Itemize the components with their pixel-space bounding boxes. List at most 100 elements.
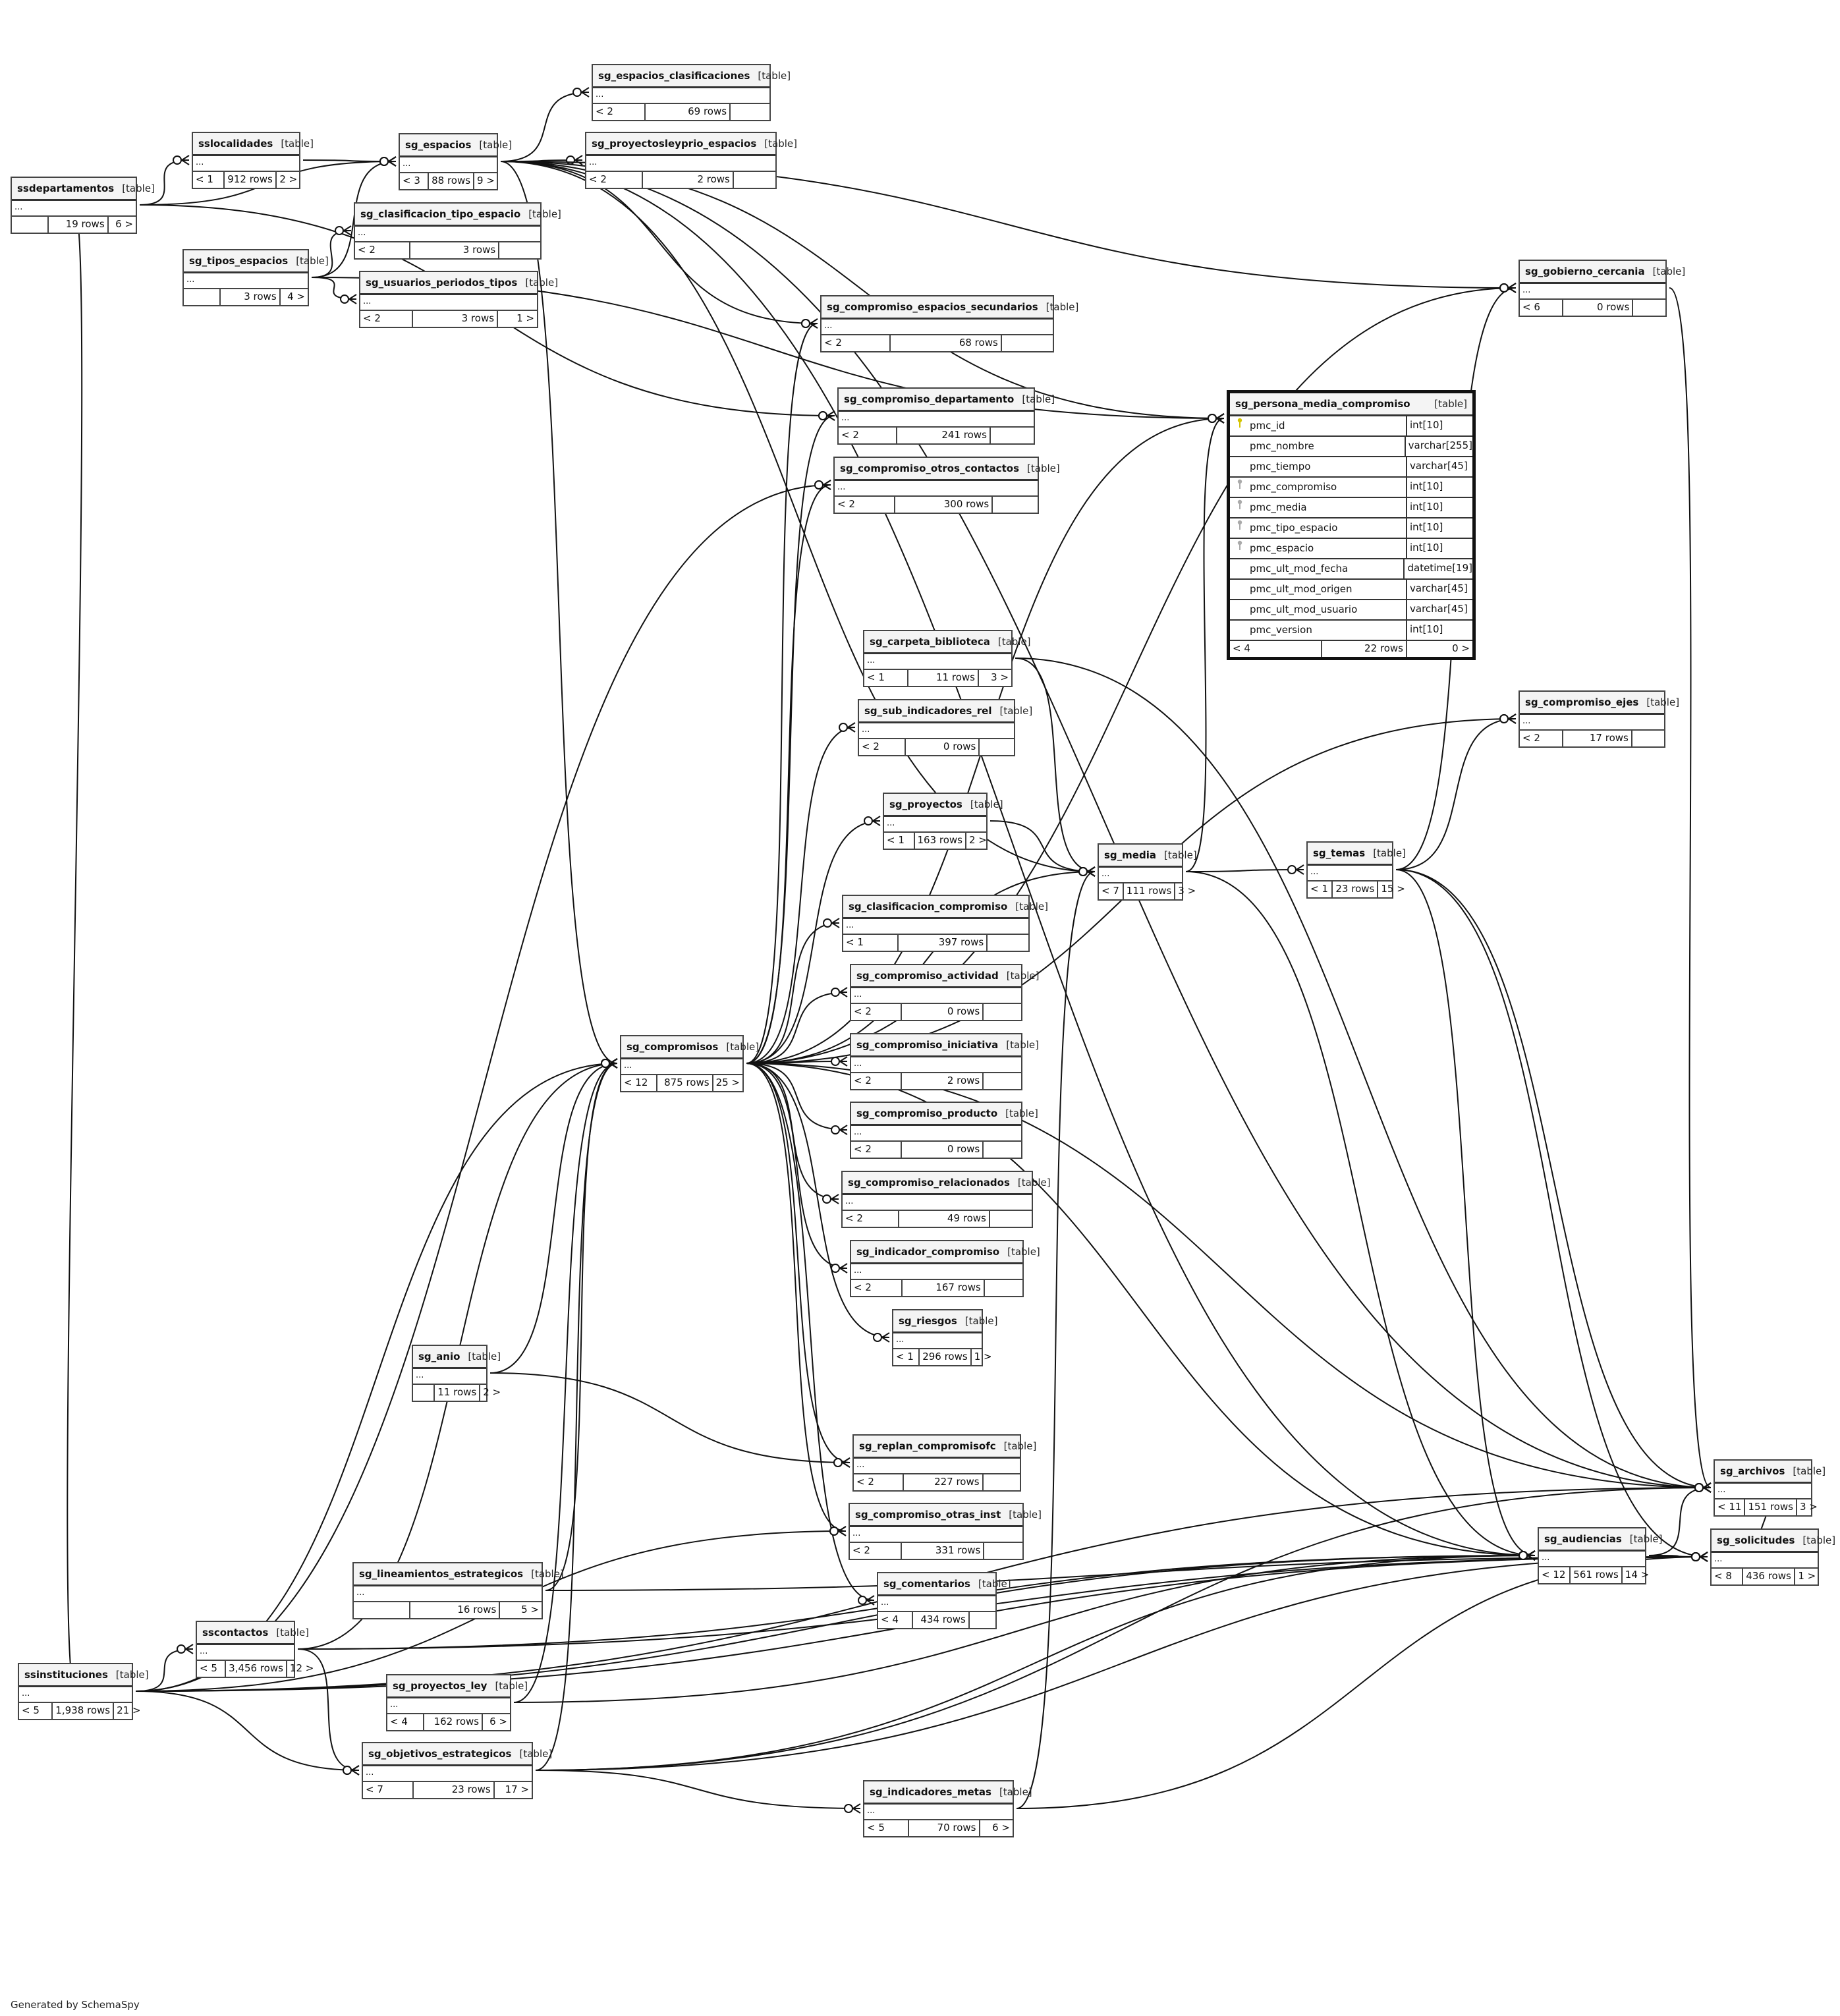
parents-count-link[interactable]: < 2	[851, 1280, 903, 1296]
column-name-cell[interactable]: pmc_ult_mod_fecha	[1230, 559, 1405, 578]
parents-count-link[interactable]: < 5	[197, 1661, 227, 1677]
parents-count-link[interactable]: < 2	[1520, 731, 1563, 746]
relationship-edge-sg_media-to-sg_persona_media_compromiso[interactable]	[1185, 418, 1225, 872]
table-name[interactable]: sg_compromiso_ejes	[1525, 696, 1639, 708]
table-header[interactable]: sg_riesgos[table]	[893, 1310, 997, 1333]
children-count-link[interactable]	[1633, 300, 1665, 316]
column-name-cell[interactable]: pmc_ult_mod_usuario	[1230, 600, 1407, 619]
table-node-sg_proyectosleyprio_espacios[interactable]: sg_proyectosleyprio_espacios[table]...< …	[585, 132, 797, 189]
table-header[interactable]: sg_compromiso_otros_contactos[table]	[835, 458, 1060, 481]
relationship-edge-sg_proyectos_ley-to-sg_compromisos[interactable]	[513, 1063, 618, 1703]
table-name[interactable]: sslocalidades	[198, 138, 273, 150]
children-count-link[interactable]: 3 >	[1799, 1501, 1818, 1513]
table-name[interactable]: sg_riesgos	[899, 1315, 957, 1327]
table-header[interactable]: sg_indicadores_metas[table]	[864, 1781, 1032, 1805]
parents-count-link[interactable]: < 2	[851, 1004, 903, 1020]
children-count-link[interactable]	[1632, 731, 1664, 746]
children-count-link[interactable]: 6 >	[115, 218, 133, 230]
children-count-link[interactable]	[984, 1004, 1021, 1020]
parents-count-link[interactable]: < 2	[360, 311, 414, 327]
table-header[interactable]: sg_compromiso_ejes[table]	[1520, 692, 1679, 715]
relationship-edge-sg_media-to-sg_temas[interactable]	[1185, 869, 1304, 872]
table-header[interactable]: sg_proyectos_ley[table]	[387, 1675, 528, 1698]
table-header[interactable]: sg_compromiso_producto[table]	[851, 1103, 1038, 1126]
children-count-link[interactable]	[984, 1142, 1021, 1158]
children-count-link[interactable]	[984, 1543, 1022, 1559]
table-name[interactable]: sg_media	[1104, 849, 1156, 861]
table-name[interactable]: sg_comentarios	[883, 1578, 970, 1590]
table-header[interactable]: sg_solicitudes[table]	[1712, 1530, 1835, 1553]
relationship-edge-sg_temas-to-sg_solicitudes[interactable]	[1395, 869, 1708, 1557]
parents-count-link[interactable]: < 2	[586, 172, 644, 188]
parents-count-link[interactable]: < 8	[1712, 1569, 1744, 1584]
children-count-link[interactable]	[499, 242, 540, 258]
relationship-edge-sg_objetivos_estrategicos-to-sg_audiencias[interactable]	[535, 1555, 1536, 1771]
table-node-sg_compromiso_espacios_secundarios[interactable]: sg_compromiso_espacios_secundarios[table…	[820, 295, 1078, 352]
relationship-edge-sg_audiencias-to-sg_archivos[interactable]	[1648, 1487, 1712, 1556]
children-count-link[interactable]: 12 >	[289, 1662, 314, 1674]
relationship-edge-ssinstituciones-to-sscontactos[interactable]	[135, 1648, 194, 1692]
relationship-edge-sscontactos-to-sg_objetivos_estrategicos[interactable]	[297, 1648, 360, 1771]
relationship-edge-sg_indicadores_metas-to-sg_media[interactable]	[1016, 871, 1096, 1809]
table-header[interactable]: sg_audiencias[table]	[1539, 1528, 1662, 1552]
column-name-cell[interactable]: pmc_ult_mod_origen	[1230, 580, 1407, 599]
table-header[interactable]: sg_lineamientos_estrategicos[table]	[354, 1563, 564, 1586]
parents-count-link[interactable]	[354, 1602, 410, 1618]
parents-count-link[interactable]	[184, 289, 221, 305]
table-name[interactable]: sg_proyectos_ley	[393, 1680, 488, 1692]
parents-count-link[interactable]: < 2	[859, 739, 906, 755]
table-name[interactable]: sg_compromiso_producto	[856, 1107, 998, 1119]
table-node-sg_compromiso_otros_contactos[interactable]: sg_compromiso_otros_contactos[table]...<…	[833, 457, 1060, 514]
relationship-edge-sg_media-to-sg_audiencias[interactable]	[1185, 871, 1536, 1556]
table-name[interactable]: sg_persona_media_compromiso	[1235, 398, 1410, 410]
children-count-link[interactable]: 6 >	[489, 1716, 507, 1727]
table-header[interactable]: sg_proyectos[table]	[884, 794, 1003, 817]
relationship-edge-sg_compromisos-to-sg_comentarios[interactable]	[746, 1063, 875, 1601]
parents-count-link[interactable]: < 1	[893, 1349, 920, 1365]
parents-count-link[interactable]: < 7	[363, 1782, 414, 1798]
table-name[interactable]: sg_proyectosleyprio_espacios	[592, 138, 757, 150]
parents-count-link[interactable]: < 1	[884, 833, 915, 849]
parents-count-link[interactable]: < 4	[878, 1612, 914, 1628]
table-name[interactable]: sg_sub_indicadores_rel	[864, 705, 992, 717]
table-header[interactable]: sg_espacios_clasificaciones[table]	[593, 65, 791, 88]
table-header[interactable]: sg_compromiso_actividad[table]	[851, 965, 1039, 988]
relationship-edge-sg_compromisos-to-sg_compromiso_otros_contactos[interactable]	[746, 484, 831, 1064]
table-header[interactable]: ssinstituciones[table]	[19, 1664, 149, 1687]
relationship-edge-sg_compromisos-to-sg_clasificacion_compromiso[interactable]	[746, 922, 840, 1064]
children-count-link[interactable]: 9 >	[477, 175, 495, 186]
table-name[interactable]: sg_compromiso_actividad	[856, 970, 999, 982]
parents-count-link[interactable]: < 2	[854, 1474, 904, 1490]
parents-count-link[interactable]: < 11	[1715, 1499, 1746, 1515]
column-name-cell[interactable]: pmc_tiempo	[1230, 457, 1407, 476]
relationship-edge-sg_espacios-to-sg_media[interactable]	[500, 161, 1096, 872]
table-name[interactable]: sg_carpeta_biblioteca	[870, 636, 990, 648]
table-name[interactable]: sscontactos	[202, 1627, 269, 1638]
relationship-edge-sg_proyectos-to-sg_media[interactable]	[990, 820, 1096, 872]
table-node-sg_espacios_clasificaciones[interactable]: sg_espacios_clasificaciones[table]...< 2…	[592, 64, 791, 121]
column-name-cell[interactable]: pmc_nombre	[1230, 437, 1406, 456]
table-header[interactable]: sg_compromiso_espacios_secundarios[table…	[822, 296, 1078, 320]
children-count-link[interactable]	[990, 1211, 1032, 1227]
table-header[interactable]: sg_sub_indicadores_rel[table]	[859, 700, 1032, 723]
children-count-link[interactable]: 1 >	[516, 312, 534, 324]
table-name[interactable]: sg_archivos	[1720, 1465, 1785, 1477]
